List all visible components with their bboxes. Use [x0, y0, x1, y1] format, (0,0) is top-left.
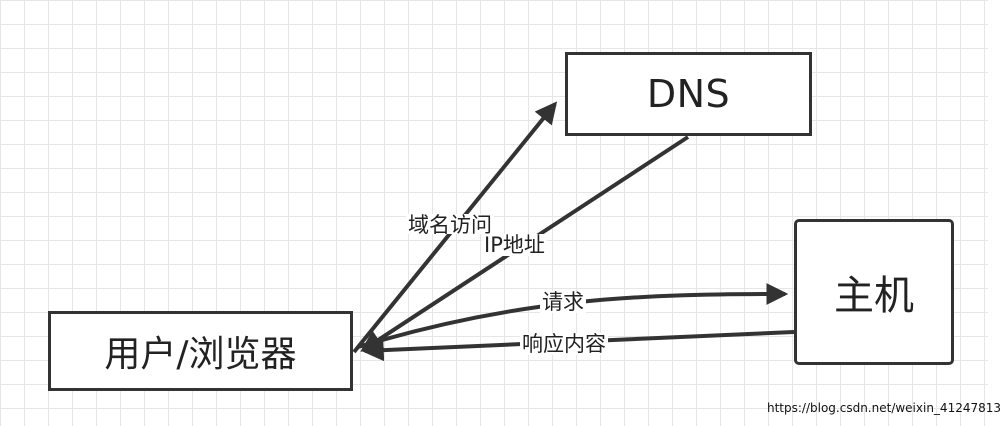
ip-address-label: IP地址: [482, 233, 547, 257]
response-label: 响应内容: [520, 332, 608, 356]
watermark-url: https://blog.csdn.net/weixin_41247813: [767, 401, 1001, 415]
user-browser-node-label: 用户/浏览器: [104, 334, 297, 375]
request-label: 请求: [540, 290, 586, 314]
dns-node-label: DNS: [646, 72, 731, 116]
host-node: 主机: [794, 219, 954, 365]
user-browser-node: 用户/浏览器: [48, 311, 353, 391]
host-node-label: 主机: [834, 273, 914, 319]
domain-access-label: 域名访问: [406, 213, 494, 237]
dns-node: DNS: [565, 52, 812, 136]
